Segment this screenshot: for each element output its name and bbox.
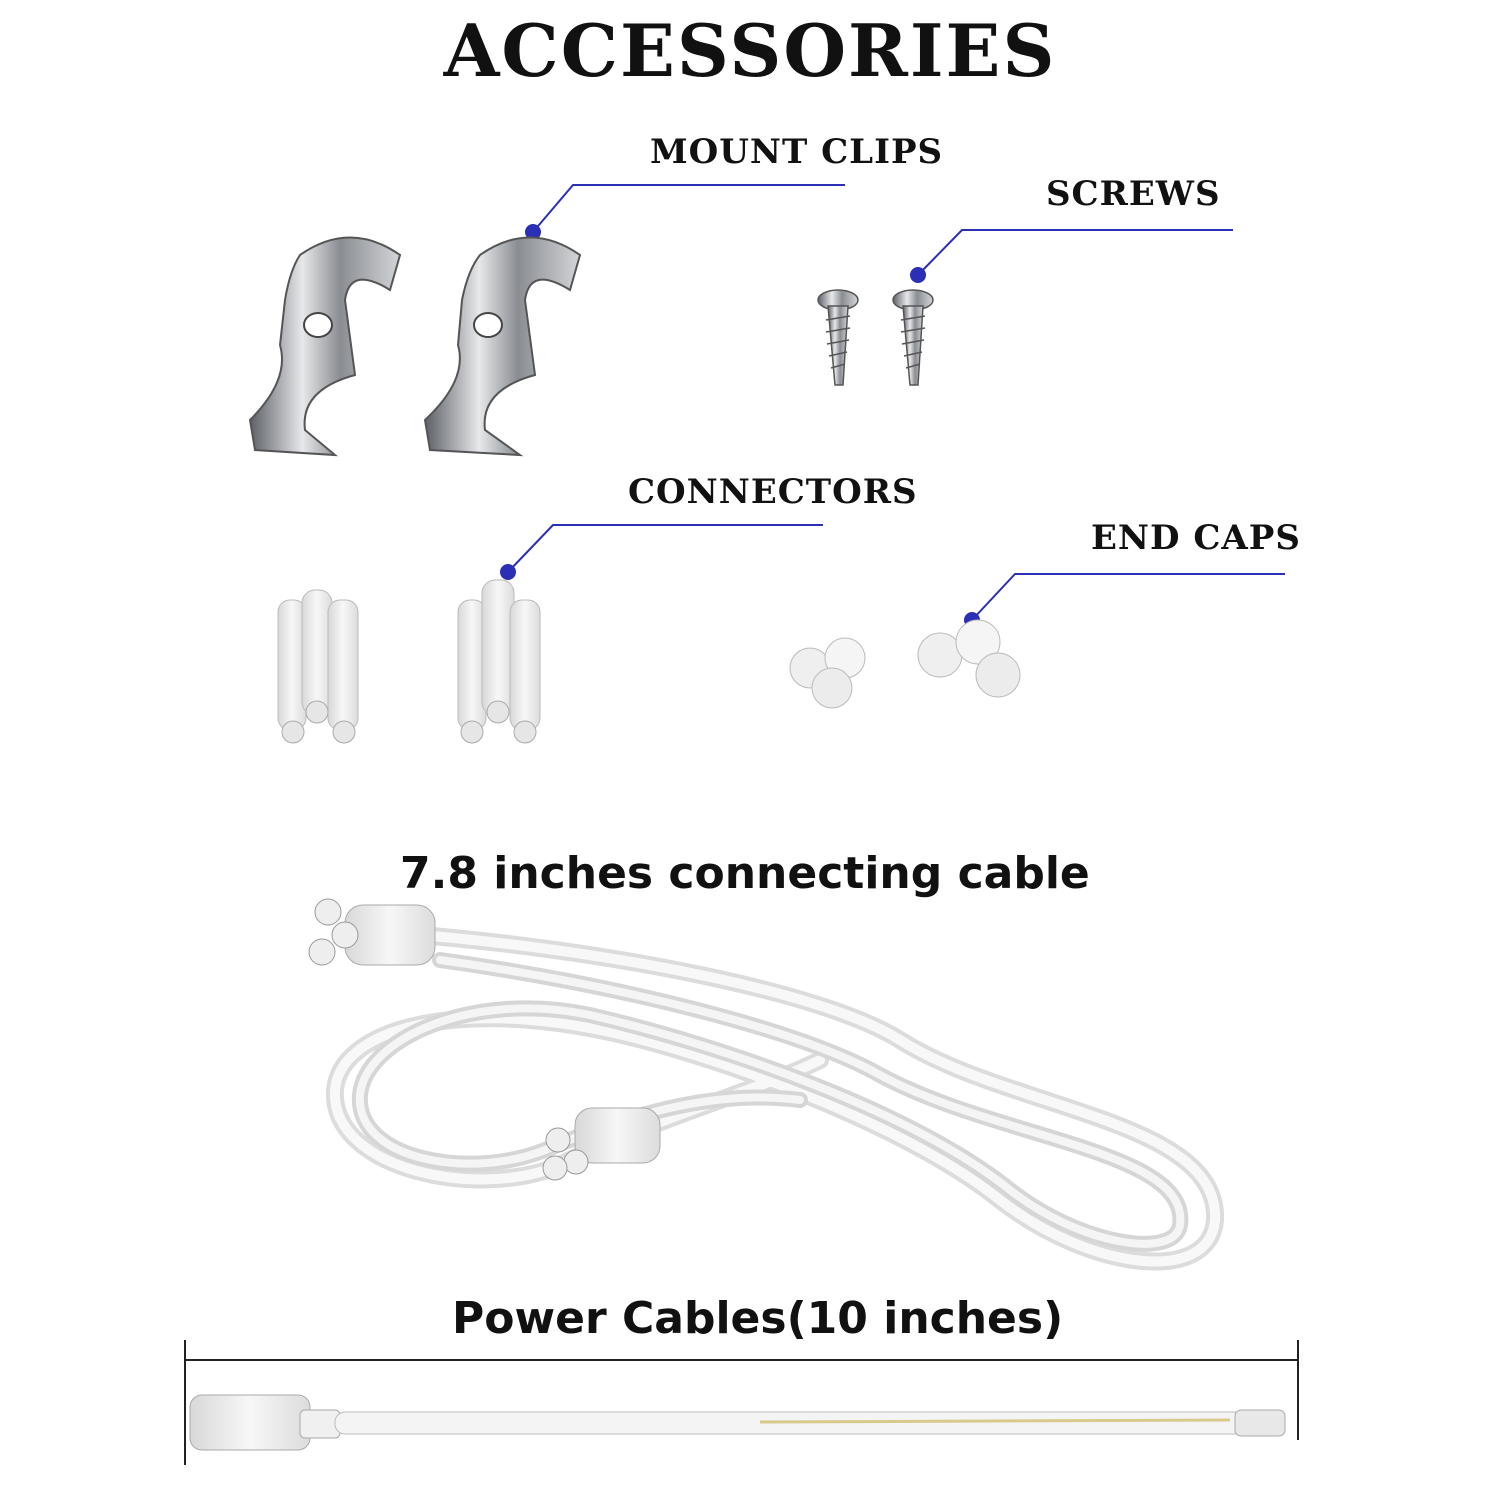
callout-dot-mount-clips [525, 224, 541, 240]
callout-dot-connectors [500, 564, 516, 580]
connecting-cable [325, 926, 1225, 1271]
connector-right [457, 579, 541, 744]
callout-dot-screws [910, 267, 926, 283]
callout-mount-clips [532, 184, 845, 233]
end-cap-left [789, 637, 866, 709]
label-end-caps: END CAPS [1091, 518, 1300, 558]
label-connectors: CONNECTORS [628, 472, 918, 512]
mount-clip-left [248, 236, 402, 457]
callout-connectors [507, 524, 823, 573]
caption-power-cables: Power Cables(10 inches) [452, 1293, 1064, 1344]
power-cable [189, 1394, 1286, 1451]
cable-plug-top [308, 898, 436, 966]
label-screws: SCREWS [1046, 174, 1221, 214]
screw-left [817, 289, 859, 386]
screw-right [892, 289, 934, 386]
label-mount-clips: MOUNT CLIPS [650, 132, 944, 172]
mount-clip-right [423, 236, 582, 457]
end-cap-right [917, 619, 1021, 698]
power-cable-dimension [184, 1340, 1299, 1465]
cable-plug-middle [542, 1107, 661, 1181]
connector-left [277, 589, 359, 744]
callout-end-caps [971, 573, 1285, 621]
caption-connecting-cable: 7.8 inches connecting cable [400, 848, 1090, 899]
callout-screws [917, 229, 1233, 276]
page-title: ACCESSORIES [443, 8, 1057, 93]
